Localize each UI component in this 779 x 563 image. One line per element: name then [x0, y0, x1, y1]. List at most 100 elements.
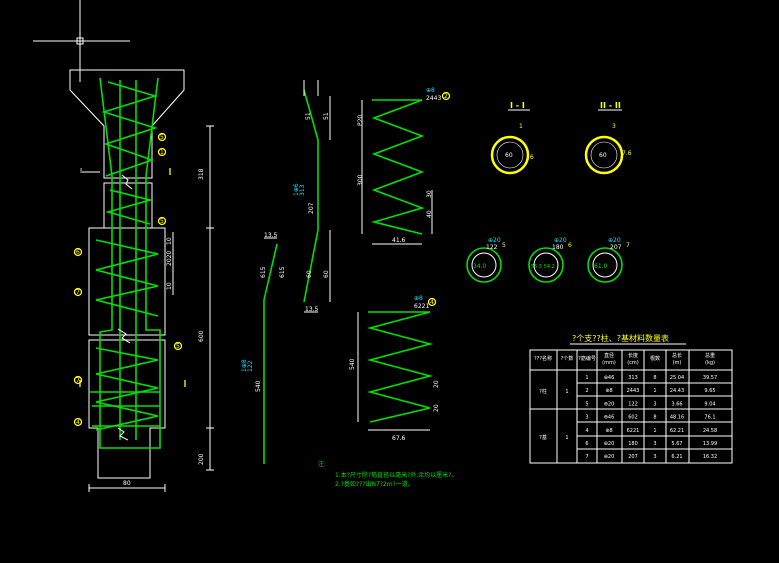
table-cell: 16.32: [703, 454, 717, 460]
table-cell: 6: [585, 441, 588, 447]
small-ring1-val: 122: [486, 244, 498, 251]
small-ring3-inner: 61.0: [594, 263, 608, 270]
bar-bending-detail: 51 51 207 60 60 13.5 615 615 13.5 540 31…: [241, 80, 331, 464]
mark-5a: 5: [160, 134, 164, 141]
table-cell: 207: [628, 454, 638, 460]
table-cell: 3: [653, 401, 656, 407]
spiral2-tag: ⊕8: [414, 295, 423, 302]
bar1-dim-5: 13.5: [264, 232, 278, 239]
ring2-value: 60: [599, 152, 607, 159]
mark-7b: 7: [76, 377, 80, 384]
spiral1-dim-1: 300: [357, 174, 364, 186]
table-cell: 1: [653, 388, 656, 394]
table-cell: 2443: [627, 388, 640, 394]
notes-line-1: 1.本?尺寸除?筋直径以毫米?外,余均以厘米?。: [335, 471, 457, 479]
section-cut-left: I: [80, 167, 82, 175]
bar1-label-1: 313: [299, 184, 306, 196]
bar1-label-2: 1⊕6: [293, 183, 300, 196]
spiral1-dim-0: P20: [357, 115, 364, 126]
spiral1-dim-3: 30: [426, 190, 433, 198]
table-header-6: 总长: [672, 352, 682, 359]
spiral1-len: 2443: [426, 95, 441, 102]
table-cell: 25.04: [670, 375, 684, 381]
table-header-1: ?个数: [561, 355, 574, 362]
table-cell: 6.21: [671, 454, 682, 460]
table-header-2: ?筋编号: [578, 355, 596, 362]
table-cell: 24.58: [703, 428, 717, 434]
elevation-dimensions: 318 600 200 80 2020 10 10 I: [80, 125, 214, 492]
spiral-detail-lower: ⊕8 6221 4 540 67.6 20 20: [349, 295, 440, 442]
table-header-4: (cm): [627, 360, 639, 366]
table-header-0: ???名称: [534, 355, 552, 362]
small-ring3-mark: 7: [626, 242, 630, 249]
bar1-dim-4: 60: [323, 270, 330, 278]
section-title-1: I - I: [510, 101, 525, 110]
table-header-7: (kg): [705, 360, 715, 366]
ring1-side: 16: [526, 154, 534, 161]
material-quantity-table: ?个支??柱、?基材料数量表 ???名称?个数?筋编号直径(mm)长度(cm)根…: [529, 333, 733, 464]
bar1-dim-9: 540: [255, 380, 262, 392]
small-ring2-mark: 6: [568, 242, 572, 249]
table-cell: 3: [653, 454, 656, 460]
ring2-mark: 3: [612, 123, 616, 130]
table-cell: 602: [628, 415, 638, 421]
table-cell: 3.66: [671, 401, 682, 407]
table-cell: 5: [585, 401, 588, 407]
notes-line-2: 2.?基如???出N7?2m?一道。: [335, 480, 414, 488]
small-ring1-inner: 34.0: [473, 263, 487, 270]
table-group-name: ?基: [539, 434, 547, 441]
small-ring3-tag: ⊕20: [608, 237, 621, 244]
table-group-count: 1: [565, 435, 568, 441]
small-ring3-val: 207: [610, 244, 622, 251]
spiral1-dim-4: 41.6: [392, 237, 406, 244]
table-header-3: (mm): [602, 360, 616, 366]
small-ring2-tag: ⊕20: [554, 237, 567, 244]
table-cell: ⊕46: [604, 375, 615, 381]
bar1-label-3: 1⊕8: [241, 359, 248, 372]
table-cell: 1: [653, 428, 656, 434]
table-header-5: 根数: [650, 355, 660, 362]
mark-4: 4: [76, 419, 80, 426]
dim-side3: 10: [166, 282, 173, 290]
table-cell: ⊕20: [604, 441, 615, 447]
bar1-dim-7: 615: [279, 266, 286, 278]
dim-mid: 600: [198, 330, 205, 342]
elevation-callouts: 5 1 5 6 7 5 7 4: [73, 132, 183, 427]
table-cell: 3: [653, 441, 656, 447]
table-cell: 13.99: [703, 441, 717, 447]
notes: 注: 1.本?尺寸除?筋直径以毫米?外,余均以厘米?。 2.?基如???出N7?…: [318, 460, 457, 488]
table-header-6: (m): [673, 360, 682, 366]
spiral2-dim-0: 540: [349, 358, 356, 370]
notes-label: 注:: [318, 460, 326, 468]
spiral2-dim-3: 20: [433, 404, 440, 412]
small-ring2-inner: 55.5 54.2: [531, 264, 555, 270]
table-cell: 9.04: [704, 401, 715, 407]
table-cell: ⊕8: [605, 428, 612, 434]
bar1-dim-3: 60: [306, 270, 313, 278]
table-cell: 6221: [627, 428, 640, 434]
table-header-3: 直径: [604, 352, 614, 359]
table-cell: ⊕20: [604, 454, 615, 460]
table-cell: 7: [585, 454, 588, 460]
table-group-count: 1: [565, 389, 568, 395]
table-header-4: 长度: [628, 352, 638, 359]
ring1-value: 60: [505, 152, 513, 159]
bar1-dim-8: 13.5: [305, 306, 319, 313]
section-title-2: II - II: [600, 101, 621, 110]
spiral2-mark: 4: [430, 299, 434, 306]
spiral2-dim-2: 20: [433, 380, 440, 388]
table-cell: ⊕8: [605, 388, 612, 394]
table-cell: 122: [628, 401, 638, 407]
bar1-label-4: 122: [247, 360, 254, 372]
spiral2-dim-1: 67.6: [392, 435, 406, 442]
table-cell: 8: [653, 375, 656, 381]
mark-7a: 7: [76, 289, 80, 296]
table-cell: 180: [628, 441, 638, 447]
table-cell: 313: [628, 375, 638, 381]
table-group-name: ?柱: [539, 388, 547, 395]
dim-top: 318: [198, 168, 205, 180]
mark-5b: 5: [160, 218, 164, 225]
dim-side1: 2020: [166, 251, 173, 266]
crosshair-cursor-icon: [33, 0, 130, 82]
